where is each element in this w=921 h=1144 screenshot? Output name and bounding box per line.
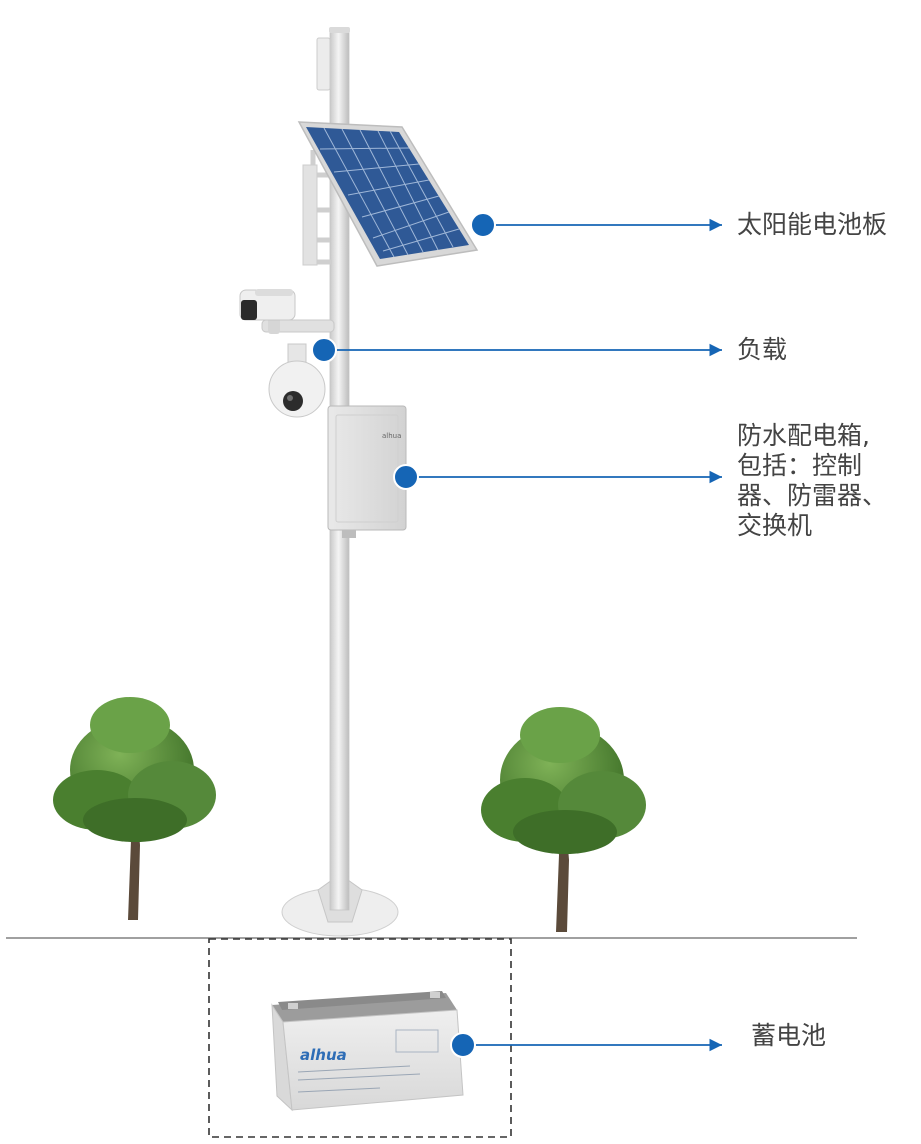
label-solar-panel: 太阳能电池板 xyxy=(737,210,888,239)
callout-battery xyxy=(450,1032,722,1058)
underground-enclosure xyxy=(208,938,512,1138)
bullet-camera xyxy=(239,289,335,334)
solar-panel xyxy=(297,121,479,267)
callout-solar-panel xyxy=(470,212,722,238)
battery: alhua xyxy=(271,991,464,1112)
callout-load xyxy=(311,337,722,363)
label-distribution-box: 防水配电箱, 包括：控制 器、防雷器、 交换机 xyxy=(737,421,888,540)
tree-right xyxy=(481,707,646,932)
label-load: 负载 xyxy=(737,335,788,364)
box-brand-logo: alhua xyxy=(382,432,401,440)
solar-cell-grid xyxy=(319,127,460,258)
battery-brand-logo: alhua xyxy=(300,1046,347,1064)
label-battery: 蓄电池 xyxy=(751,1021,827,1050)
callout-distribution-box xyxy=(393,464,722,490)
pole-top-cap xyxy=(329,27,350,33)
dome-camera xyxy=(268,343,326,418)
tree-left xyxy=(53,697,216,920)
antenna xyxy=(316,37,331,91)
distribution-box: alhua xyxy=(327,405,407,538)
